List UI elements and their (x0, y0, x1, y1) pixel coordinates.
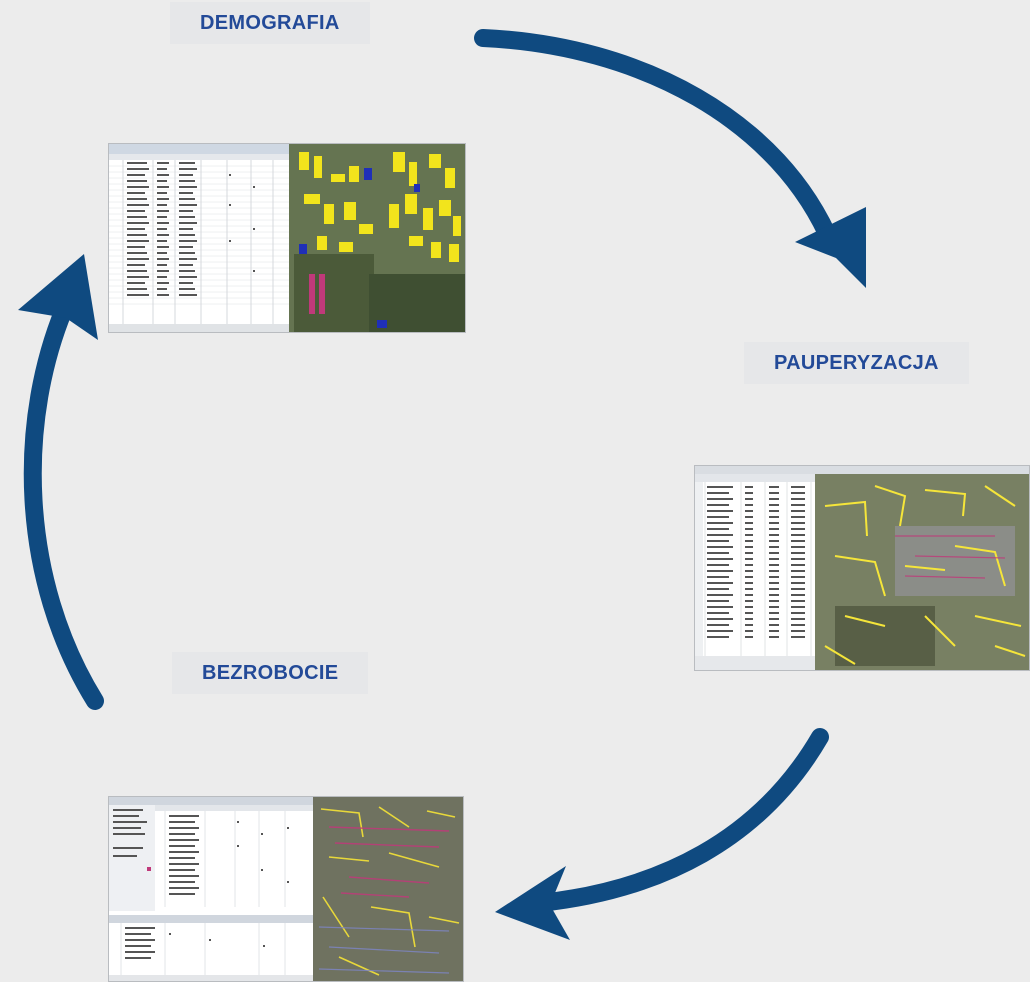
demografia-screenshot-image (109, 144, 465, 332)
arrow-pauperyzacja-to-bezrobocie (531, 728, 829, 912)
label-pauperyzacja: PAUPERYZACJA (744, 342, 969, 384)
label-demografia: DEMOGRAFIA (170, 2, 370, 44)
arrow-demografia-to-pauperyzacja (474, 29, 841, 254)
pauperyzacja-gis-screenshot (694, 465, 1030, 671)
pauperyzacja-screenshot-image (695, 466, 1029, 670)
arrowhead-left (18, 254, 98, 340)
bezrobocie-gis-screenshot (108, 796, 464, 982)
label-bezrobocie: BEZROBOCIE (172, 652, 369, 694)
bezrobocie-screenshot-image (109, 797, 463, 981)
arrow-bezrobocie-to-demografia (23, 291, 104, 710)
demografia-gis-screenshot (108, 143, 466, 333)
arrowhead-bottom (495, 866, 570, 940)
arrowhead-top-right (795, 207, 866, 288)
